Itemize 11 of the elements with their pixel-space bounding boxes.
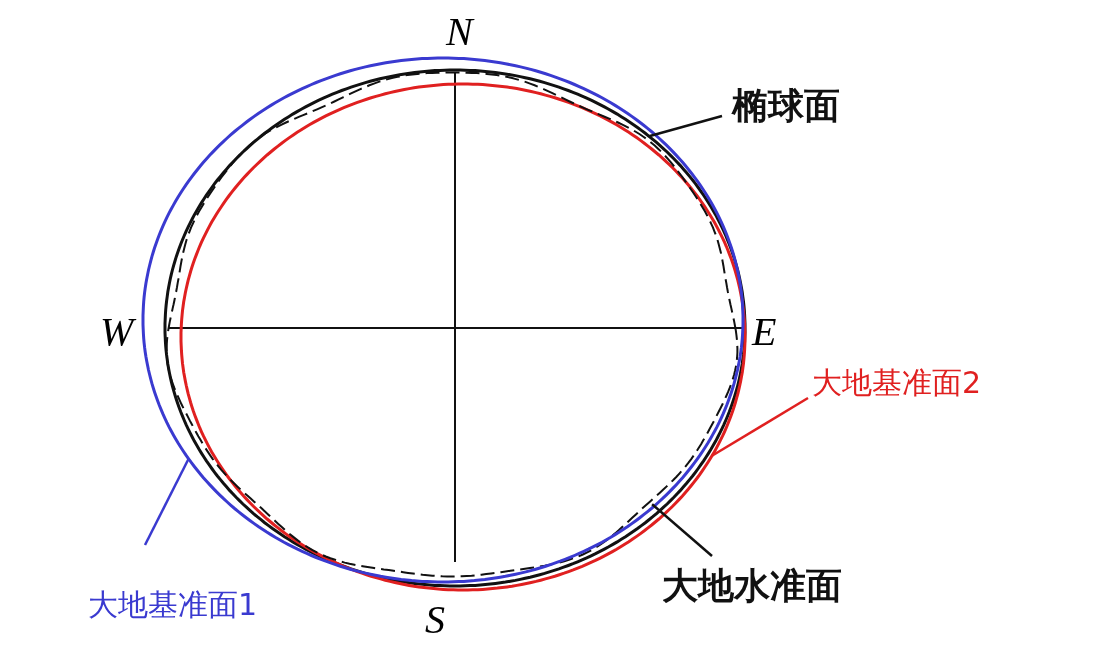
direction-letter: E [752,312,777,352]
leader-line [651,503,713,557]
direction-letter: S [425,600,445,640]
leader-line [648,114,723,138]
callout-label: 大地水准面 [662,568,842,604]
callout-label: 大地基准面1 [88,590,258,620]
callout-label: 大地基准面2 [812,368,982,398]
leader-line [711,396,809,457]
direction-letter: N [446,12,473,52]
leader-line [143,458,190,546]
callout-label: 椭球面 [732,88,840,124]
